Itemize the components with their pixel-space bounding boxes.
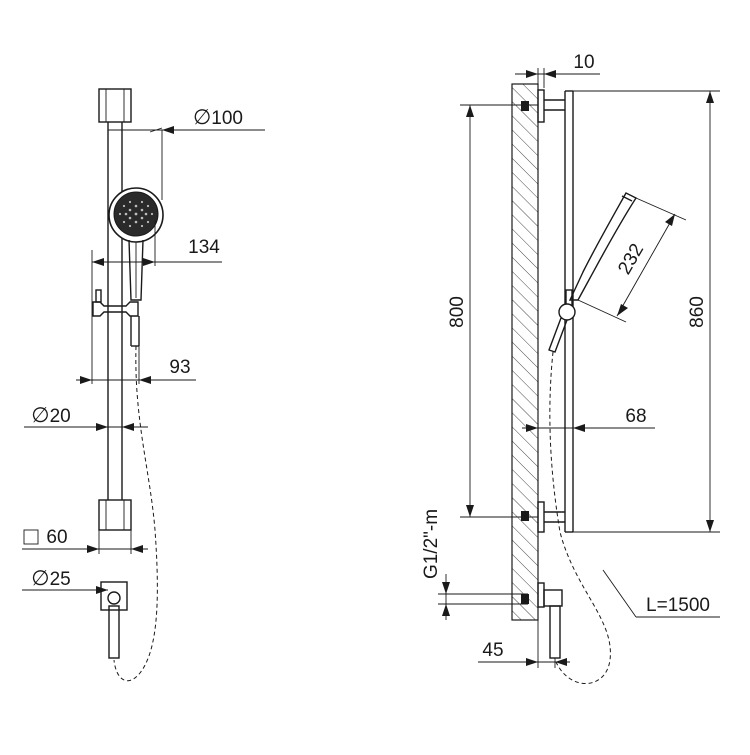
dim-holder-offset: 93	[76, 346, 196, 384]
dim-overall-height-label: 860	[687, 296, 708, 328]
slide-bar	[107, 122, 123, 500]
side-holder	[548, 289, 576, 353]
bottom-bracket	[98, 499, 132, 531]
dim-outlet-projection-label: 45	[482, 640, 503, 661]
dim-bar-diameter: ∅20	[24, 404, 148, 431]
dim-wall-gap-label: 10	[573, 52, 594, 73]
dim-bracket-square-label: 60	[46, 527, 67, 548]
wall-section	[511, 83, 539, 621]
top-bracket	[98, 88, 132, 123]
dim-hand-shower-width: 134	[91, 220, 222, 384]
dim-connection-thread-label: G1/2"-m	[421, 509, 442, 579]
dim-hose-length: L=1500	[602, 569, 720, 618]
dim-hand-shower-length: 232	[577, 197, 687, 323]
dim-bracket-square: 60	[22, 527, 148, 554]
slider-holder	[92, 289, 140, 347]
dim-bar-projection: 68	[522, 406, 655, 432]
dim-hand-shower-diameter-label: ∅100	[193, 106, 243, 129]
dim-bracket-spacing: 800	[447, 104, 538, 518]
dim-bar-diameter-label: ∅20	[31, 404, 70, 427]
dim-outlet-diameter: ∅25	[22, 567, 108, 594]
dim-overall-height: 860	[573, 90, 720, 533]
dim-bar-projection-label: 68	[625, 406, 646, 427]
front-view: ∅100 134 93 ∅20	[22, 88, 265, 682]
hand-shower-handle	[128, 239, 144, 301]
front-hose	[113, 345, 158, 682]
dim-connection-thread: G1/2"-m	[421, 509, 528, 620]
side-view: 10 800 232 860	[421, 52, 720, 684]
side-hose	[549, 351, 611, 684]
spray-nozzles	[118, 200, 154, 228]
dim-holder-offset-label: 93	[169, 357, 190, 378]
hand-shower-head	[108, 187, 164, 243]
dim-hand-shower-length-label: 232	[614, 240, 648, 278]
dim-outlet-projection: 45	[478, 620, 570, 668]
dim-hand-shower-diameter: ∅100	[108, 106, 265, 200]
dim-hose-length-label: L=1500	[646, 595, 710, 616]
side-top-bracket	[521, 89, 565, 123]
dim-hand-shower-width-label: 134	[188, 237, 220, 258]
dim-outlet-diameter-label: ∅25	[31, 567, 70, 590]
dim-bracket-spacing-label: 800	[447, 296, 468, 328]
dim-wall-gap: 10	[515, 52, 600, 88]
wall-outlet	[100, 581, 128, 659]
